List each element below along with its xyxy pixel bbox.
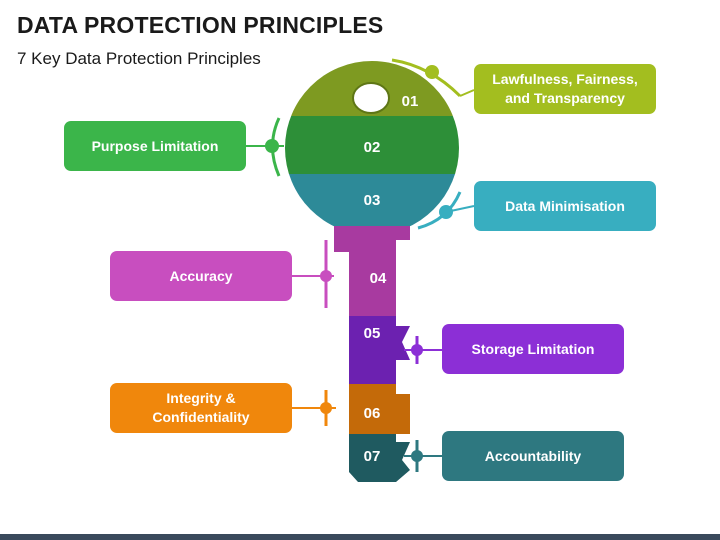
connector-02 bbox=[246, 117, 284, 177]
bottom-bar bbox=[0, 534, 720, 540]
principle-box-02: Purpose Limitation bbox=[64, 121, 246, 171]
key-segment-05 bbox=[349, 316, 410, 384]
key-segment-02 bbox=[285, 116, 459, 174]
principle-box-07: Accountability bbox=[442, 431, 624, 481]
principle-box-05: Storage Limitation bbox=[442, 324, 624, 374]
slide-subtitle: 7 Key Data Protection Principles bbox=[17, 49, 261, 68]
segment-number-04: 04 bbox=[370, 270, 387, 287]
key-segment-06 bbox=[349, 384, 410, 434]
segment-number-07: 07 bbox=[364, 448, 381, 465]
principle-box-03: Data Minimisation bbox=[474, 181, 656, 231]
slide-title: DATA PROTECTION PRINCIPLES bbox=[17, 12, 384, 38]
principle-label-03: Data Minimisation bbox=[505, 197, 625, 214]
principle-label-07: Accountability bbox=[484, 447, 582, 464]
key-shaft bbox=[334, 226, 410, 482]
connector-05 bbox=[404, 336, 443, 364]
principle-label-01: Lawfulness, Fairness, and Transparency bbox=[492, 71, 638, 106]
principle-label-04: Accuracy bbox=[169, 267, 233, 284]
segment-number-03: 03 bbox=[364, 192, 381, 209]
principle-label-06: Integrity & Confidentiality bbox=[152, 390, 250, 425]
connector-07 bbox=[404, 440, 443, 472]
principle-label-02: Purpose Limitation bbox=[91, 137, 219, 154]
key-segment-04 bbox=[334, 226, 410, 316]
connector-01 bbox=[391, 58, 475, 98]
connector-03 bbox=[417, 191, 475, 230]
segment-number-02: 02 bbox=[364, 139, 381, 156]
keyhole-icon bbox=[352, 82, 390, 114]
segment-number-01: 01 bbox=[402, 93, 419, 110]
segment-number-05: 05 bbox=[364, 325, 381, 342]
key-segment-07 bbox=[349, 434, 410, 482]
connector-06 bbox=[292, 390, 336, 426]
principle-box-06: Integrity & Confidentiality bbox=[110, 383, 292, 433]
principle-box-04: Accuracy bbox=[110, 251, 292, 301]
principle-label-05: Storage Limitation bbox=[471, 340, 595, 357]
segment-number-06: 06 bbox=[364, 405, 381, 422]
connector-04 bbox=[292, 240, 334, 308]
principle-box-01: Lawfulness, Fairness, and Transparency bbox=[474, 64, 656, 114]
